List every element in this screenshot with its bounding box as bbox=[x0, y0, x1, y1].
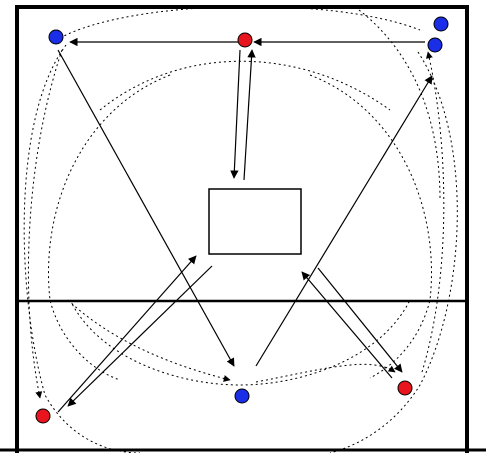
player-red-bottom-left[interactable] bbox=[35, 408, 51, 424]
players bbox=[35, 16, 449, 424]
dotted-arc-inner-left bbox=[48, 74, 171, 381]
center-box bbox=[208, 188, 302, 255]
player-blue-top-right-2[interactable] bbox=[427, 37, 443, 53]
dotted-arc-inner-top bbox=[99, 60, 391, 111]
dotted-bottom-center-to-bottom-right bbox=[255, 363, 396, 383]
dotted-arcs bbox=[23, 5, 458, 453]
run-bottom-center-to-top-right bbox=[255, 75, 433, 367]
player-blue-top-right-1[interactable] bbox=[433, 16, 449, 32]
pass-box-to-top-center bbox=[243, 49, 256, 181]
player-blue-top-left[interactable] bbox=[48, 29, 64, 45]
player-blue-bottom-center[interactable] bbox=[234, 388, 250, 404]
pass-box-to-bottom-right bbox=[317, 267, 403, 373]
pass-bottom-left-to-box bbox=[57, 255, 197, 413]
dotted-top-left-to-bottom-left bbox=[27, 49, 63, 399]
dotted-bottom-left-to-bottom-center bbox=[67, 299, 231, 382]
dotted-arc-left bbox=[23, 44, 141, 453]
dotted-arc-inner-right bbox=[309, 74, 432, 379]
dotted-bottom-right-to-top-right bbox=[421, 51, 445, 373]
player-red-bottom-right[interactable] bbox=[397, 380, 413, 396]
dotted-arc-right bbox=[329, 51, 458, 453]
player-red-top-center[interactable] bbox=[237, 32, 253, 48]
outer-boundary bbox=[15, 5, 469, 453]
dotted-arc-top bbox=[59, 5, 421, 39]
pass-bottom-right-to-box bbox=[301, 271, 393, 379]
dotted-arc-top-right bbox=[354, 6, 441, 201]
pass-box-to-bottom-left bbox=[67, 265, 213, 407]
dotted-arc-bottom bbox=[69, 299, 411, 386]
solid-arrows bbox=[57, 37, 433, 413]
pass-top-center-to-box bbox=[230, 49, 241, 179]
run-top-left-to-bottom-center bbox=[57, 49, 235, 367]
field bbox=[0, 5, 486, 453]
dotted-arrows bbox=[27, 49, 445, 399]
